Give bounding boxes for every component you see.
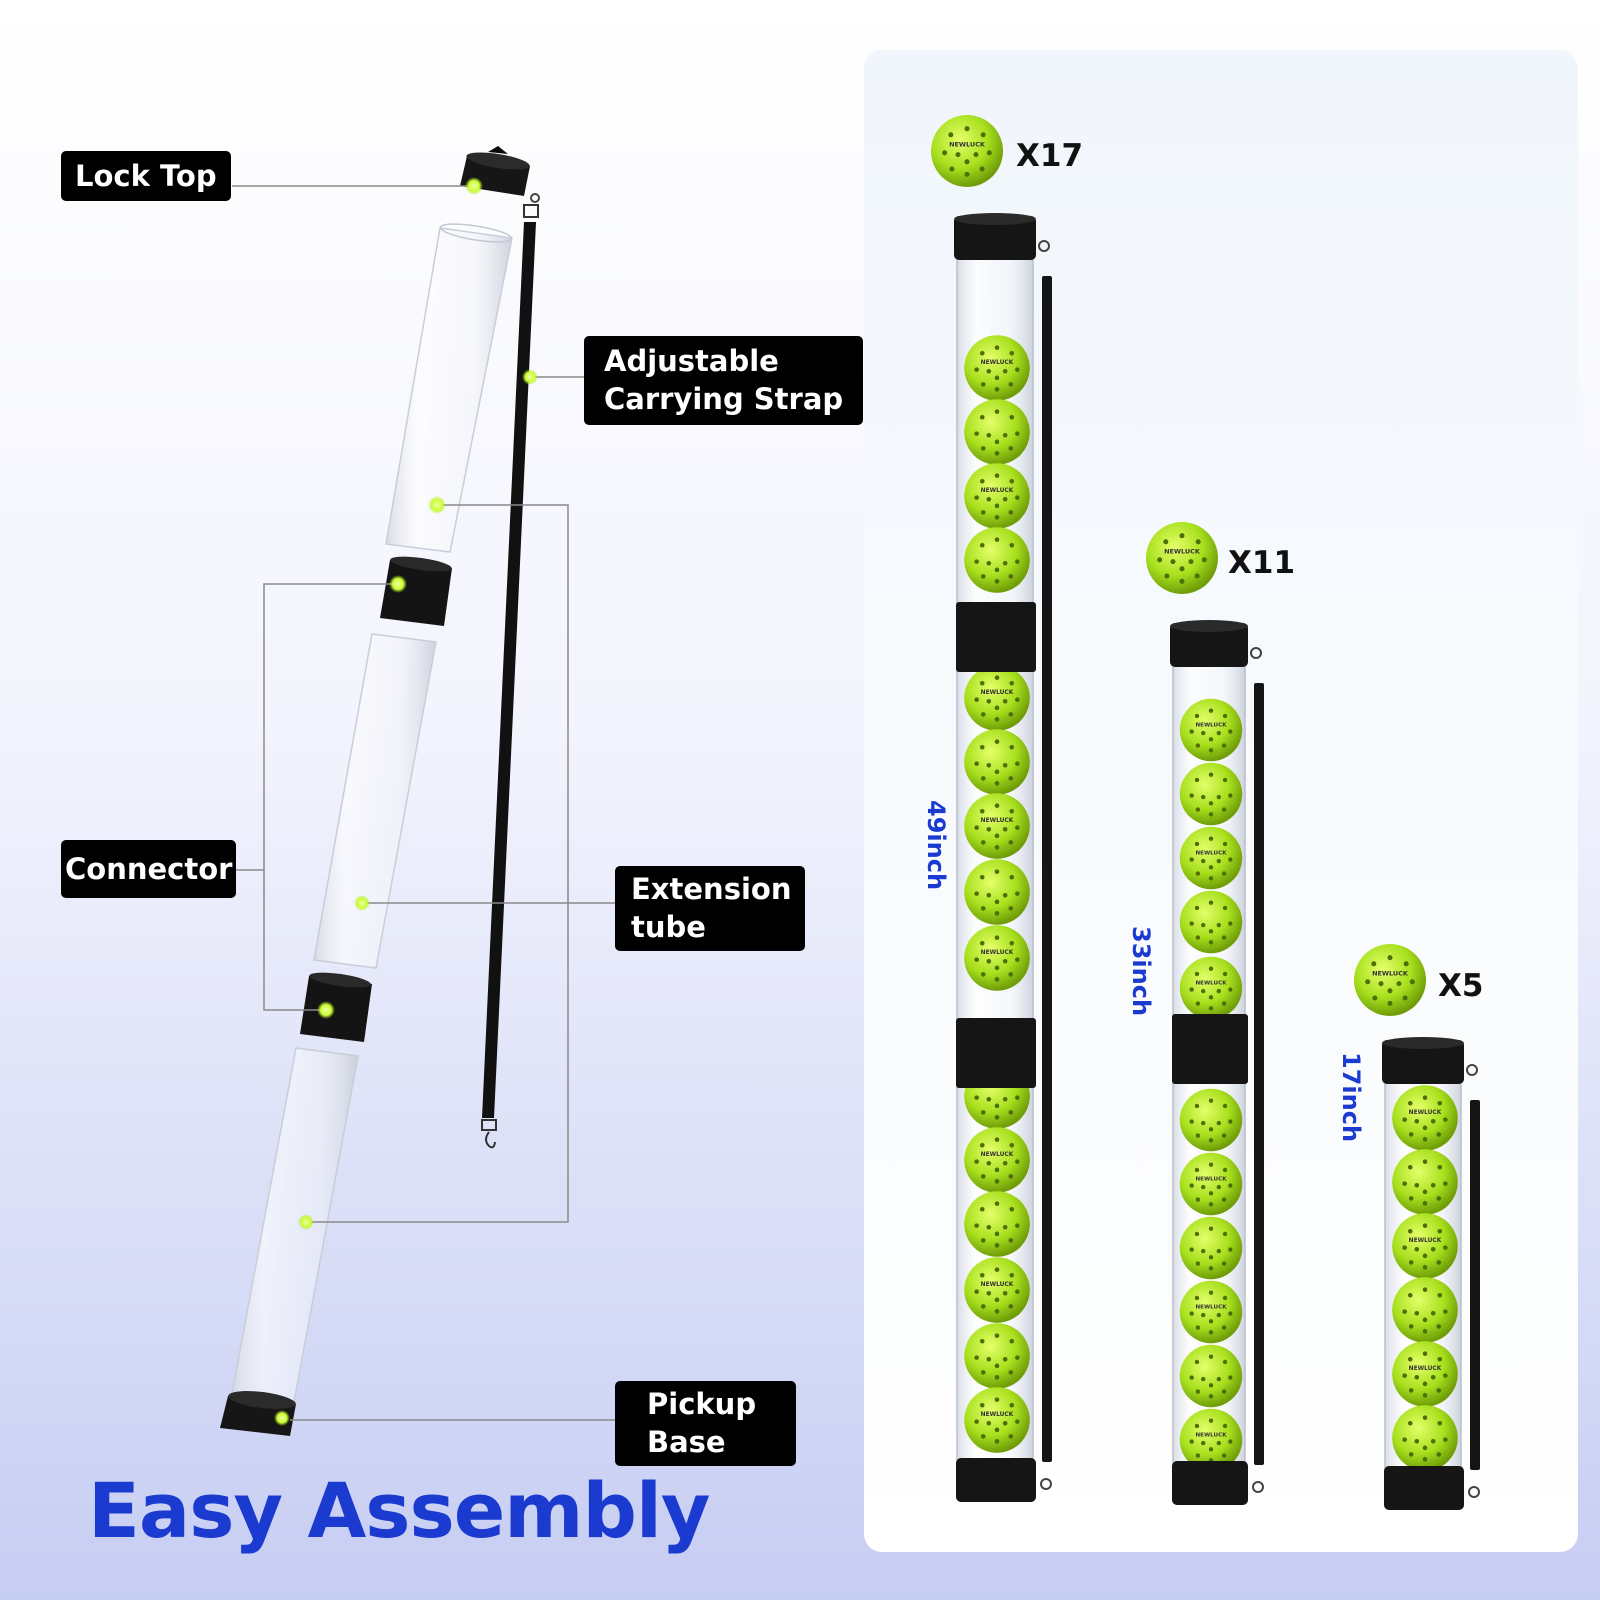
connector-label-text: Connector bbox=[65, 852, 233, 886]
svg-text:NEWLUCK: NEWLUCK bbox=[981, 950, 1014, 956]
tube-small-ball bbox=[1392, 1149, 1458, 1215]
tube-small-ball bbox=[1392, 1277, 1458, 1343]
tube-medium-ball: NEWLUCK bbox=[1179, 1280, 1243, 1344]
tube-large-ball: NEWLUCK bbox=[964, 463, 1030, 529]
svg-text:NEWLUCK: NEWLUCK bbox=[1195, 850, 1227, 856]
capacity-count-small: X5 bbox=[1438, 968, 1484, 1004]
capacity-count-large: X17 bbox=[1016, 138, 1084, 174]
svg-text:NEWLUCK: NEWLUCK bbox=[1195, 722, 1227, 728]
tube-large-ball: NEWLUCK bbox=[964, 1127, 1030, 1193]
tube-small: NEWLUCK NEWLUCK NEWLUCK bbox=[1382, 1037, 1480, 1510]
extension-tube-label: Extension tube bbox=[615, 866, 806, 951]
length-label-medium: 33inch bbox=[1127, 926, 1155, 1017]
tube-medium-ball: NEWLUCK bbox=[1179, 698, 1243, 762]
strap-label: Adjustable Carrying Strap bbox=[584, 336, 864, 425]
svg-text:NEWLUCK: NEWLUCK bbox=[1164, 548, 1201, 556]
tube-small-ball bbox=[1392, 1405, 1458, 1471]
svg-text:NEWLUCK: NEWLUCK bbox=[981, 360, 1014, 366]
tube-medium-ball: NEWLUCK bbox=[1179, 1408, 1243, 1472]
tube-medium-ball: NEWLUCK bbox=[1179, 826, 1243, 890]
svg-text:NEWLUCK: NEWLUCK bbox=[1372, 970, 1409, 978]
svg-text:NEWLUCK: NEWLUCK bbox=[1409, 1110, 1442, 1116]
capacity-count-medium: X11 bbox=[1228, 545, 1296, 581]
svg-text:NEWLUCK: NEWLUCK bbox=[981, 1412, 1014, 1418]
svg-text:NEWLUCK: NEWLUCK bbox=[1195, 1176, 1227, 1182]
upper-tube bbox=[385, 223, 513, 553]
strap-label-line-1: Adjustable bbox=[604, 344, 779, 378]
pickup-base-label-line-2: Base bbox=[647, 1425, 726, 1460]
sample-ball-medium: NEWLUCK bbox=[1146, 522, 1218, 594]
tube-small-ball: NEWLUCK bbox=[1392, 1085, 1458, 1151]
tube-large-ball: NEWLUCK bbox=[964, 335, 1030, 401]
extension-label-line-1: Extension bbox=[631, 872, 792, 906]
length-label-small: 17inch bbox=[1337, 1052, 1365, 1143]
tube-large-ball bbox=[964, 1323, 1030, 1389]
sample-ball-large: NEWLUCK bbox=[931, 115, 1003, 187]
lock-top-label-text: Lock Top bbox=[75, 159, 217, 193]
tube-large-ball bbox=[964, 527, 1030, 593]
tube-large: NEWLUCK NEWLUCK NEWLUCK NEWLUCK NEWLUCK NEWLU… bbox=[954, 213, 1052, 1502]
tube-medium-ball bbox=[1179, 762, 1243, 826]
tube-large-ball bbox=[964, 399, 1030, 465]
tube-medium-ball bbox=[1179, 890, 1243, 954]
leader-lines bbox=[232, 185, 615, 1421]
tube-large-ball bbox=[964, 1191, 1030, 1257]
svg-text:NEWLUCK: NEWLUCK bbox=[981, 818, 1014, 824]
svg-text:NEWLUCK: NEWLUCK bbox=[1195, 1432, 1227, 1438]
tube-large-ball bbox=[964, 729, 1030, 795]
pickup-base bbox=[220, 1391, 296, 1436]
tube-large-ball bbox=[964, 859, 1030, 925]
svg-text:NEWLUCK: NEWLUCK bbox=[1409, 1238, 1442, 1244]
extension-label-line-2: tube bbox=[631, 910, 706, 945]
tube-medium-ball bbox=[1179, 1088, 1243, 1152]
extension-tube bbox=[313, 633, 437, 969]
lock-top-label: Lock Top bbox=[61, 151, 231, 202]
tube-medium-ball: NEWLUCK bbox=[1179, 956, 1243, 1020]
svg-text:NEWLUCK: NEWLUCK bbox=[1195, 1304, 1227, 1310]
tube-large-ball: NEWLUCK bbox=[964, 1257, 1030, 1323]
svg-text:NEWLUCK: NEWLUCK bbox=[949, 141, 986, 149]
connector-label: Connector bbox=[61, 840, 237, 899]
exploded-assembly bbox=[220, 146, 615, 1436]
tube-large-ball: NEWLUCK bbox=[964, 793, 1030, 859]
sample-balls: NEWLUCK NEWLUCK NEWLUCK bbox=[931, 115, 1426, 1016]
svg-text:NEWLUCK: NEWLUCK bbox=[981, 488, 1014, 494]
pickup-base-label: Pickup Base bbox=[615, 1381, 797, 1466]
strap-label-line-2: Carrying Strap bbox=[604, 382, 844, 417]
tube-medium-ball bbox=[1179, 1216, 1243, 1280]
tube-medium-ball: NEWLUCK bbox=[1179, 1152, 1243, 1216]
sample-ball-small: NEWLUCK bbox=[1354, 944, 1426, 1016]
tube-medium-ball bbox=[1179, 1344, 1243, 1408]
svg-text:NEWLUCK: NEWLUCK bbox=[1409, 1366, 1442, 1372]
marker-dots bbox=[274, 177, 538, 1426]
tube-large-ball: NEWLUCK bbox=[964, 665, 1030, 731]
carrying-strap bbox=[481, 193, 540, 1149]
pickup-base-label-line-1: Pickup bbox=[647, 1387, 757, 1421]
length-label-large: 49inch bbox=[922, 800, 950, 891]
tube-large-ball: NEWLUCK bbox=[964, 925, 1030, 991]
easy-assembly-title: Easy Assembly bbox=[88, 1466, 710, 1555]
svg-text:NEWLUCK: NEWLUCK bbox=[981, 690, 1014, 696]
tube-small-ball: NEWLUCK bbox=[1392, 1213, 1458, 1279]
svg-text:NEWLUCK: NEWLUCK bbox=[981, 1282, 1014, 1288]
connector-lower bbox=[300, 972, 372, 1042]
tube-large-ball: NEWLUCK bbox=[964, 1387, 1030, 1453]
svg-text:NEWLUCK: NEWLUCK bbox=[981, 1152, 1014, 1158]
tube-medium: NEWLUCK NEWLUCK NEWLUCK NEWLUCK NEWLUCK NEWLU… bbox=[1170, 620, 1264, 1505]
svg-text:NEWLUCK: NEWLUCK bbox=[1195, 980, 1227, 986]
tube-small-ball: NEWLUCK bbox=[1392, 1341, 1458, 1407]
